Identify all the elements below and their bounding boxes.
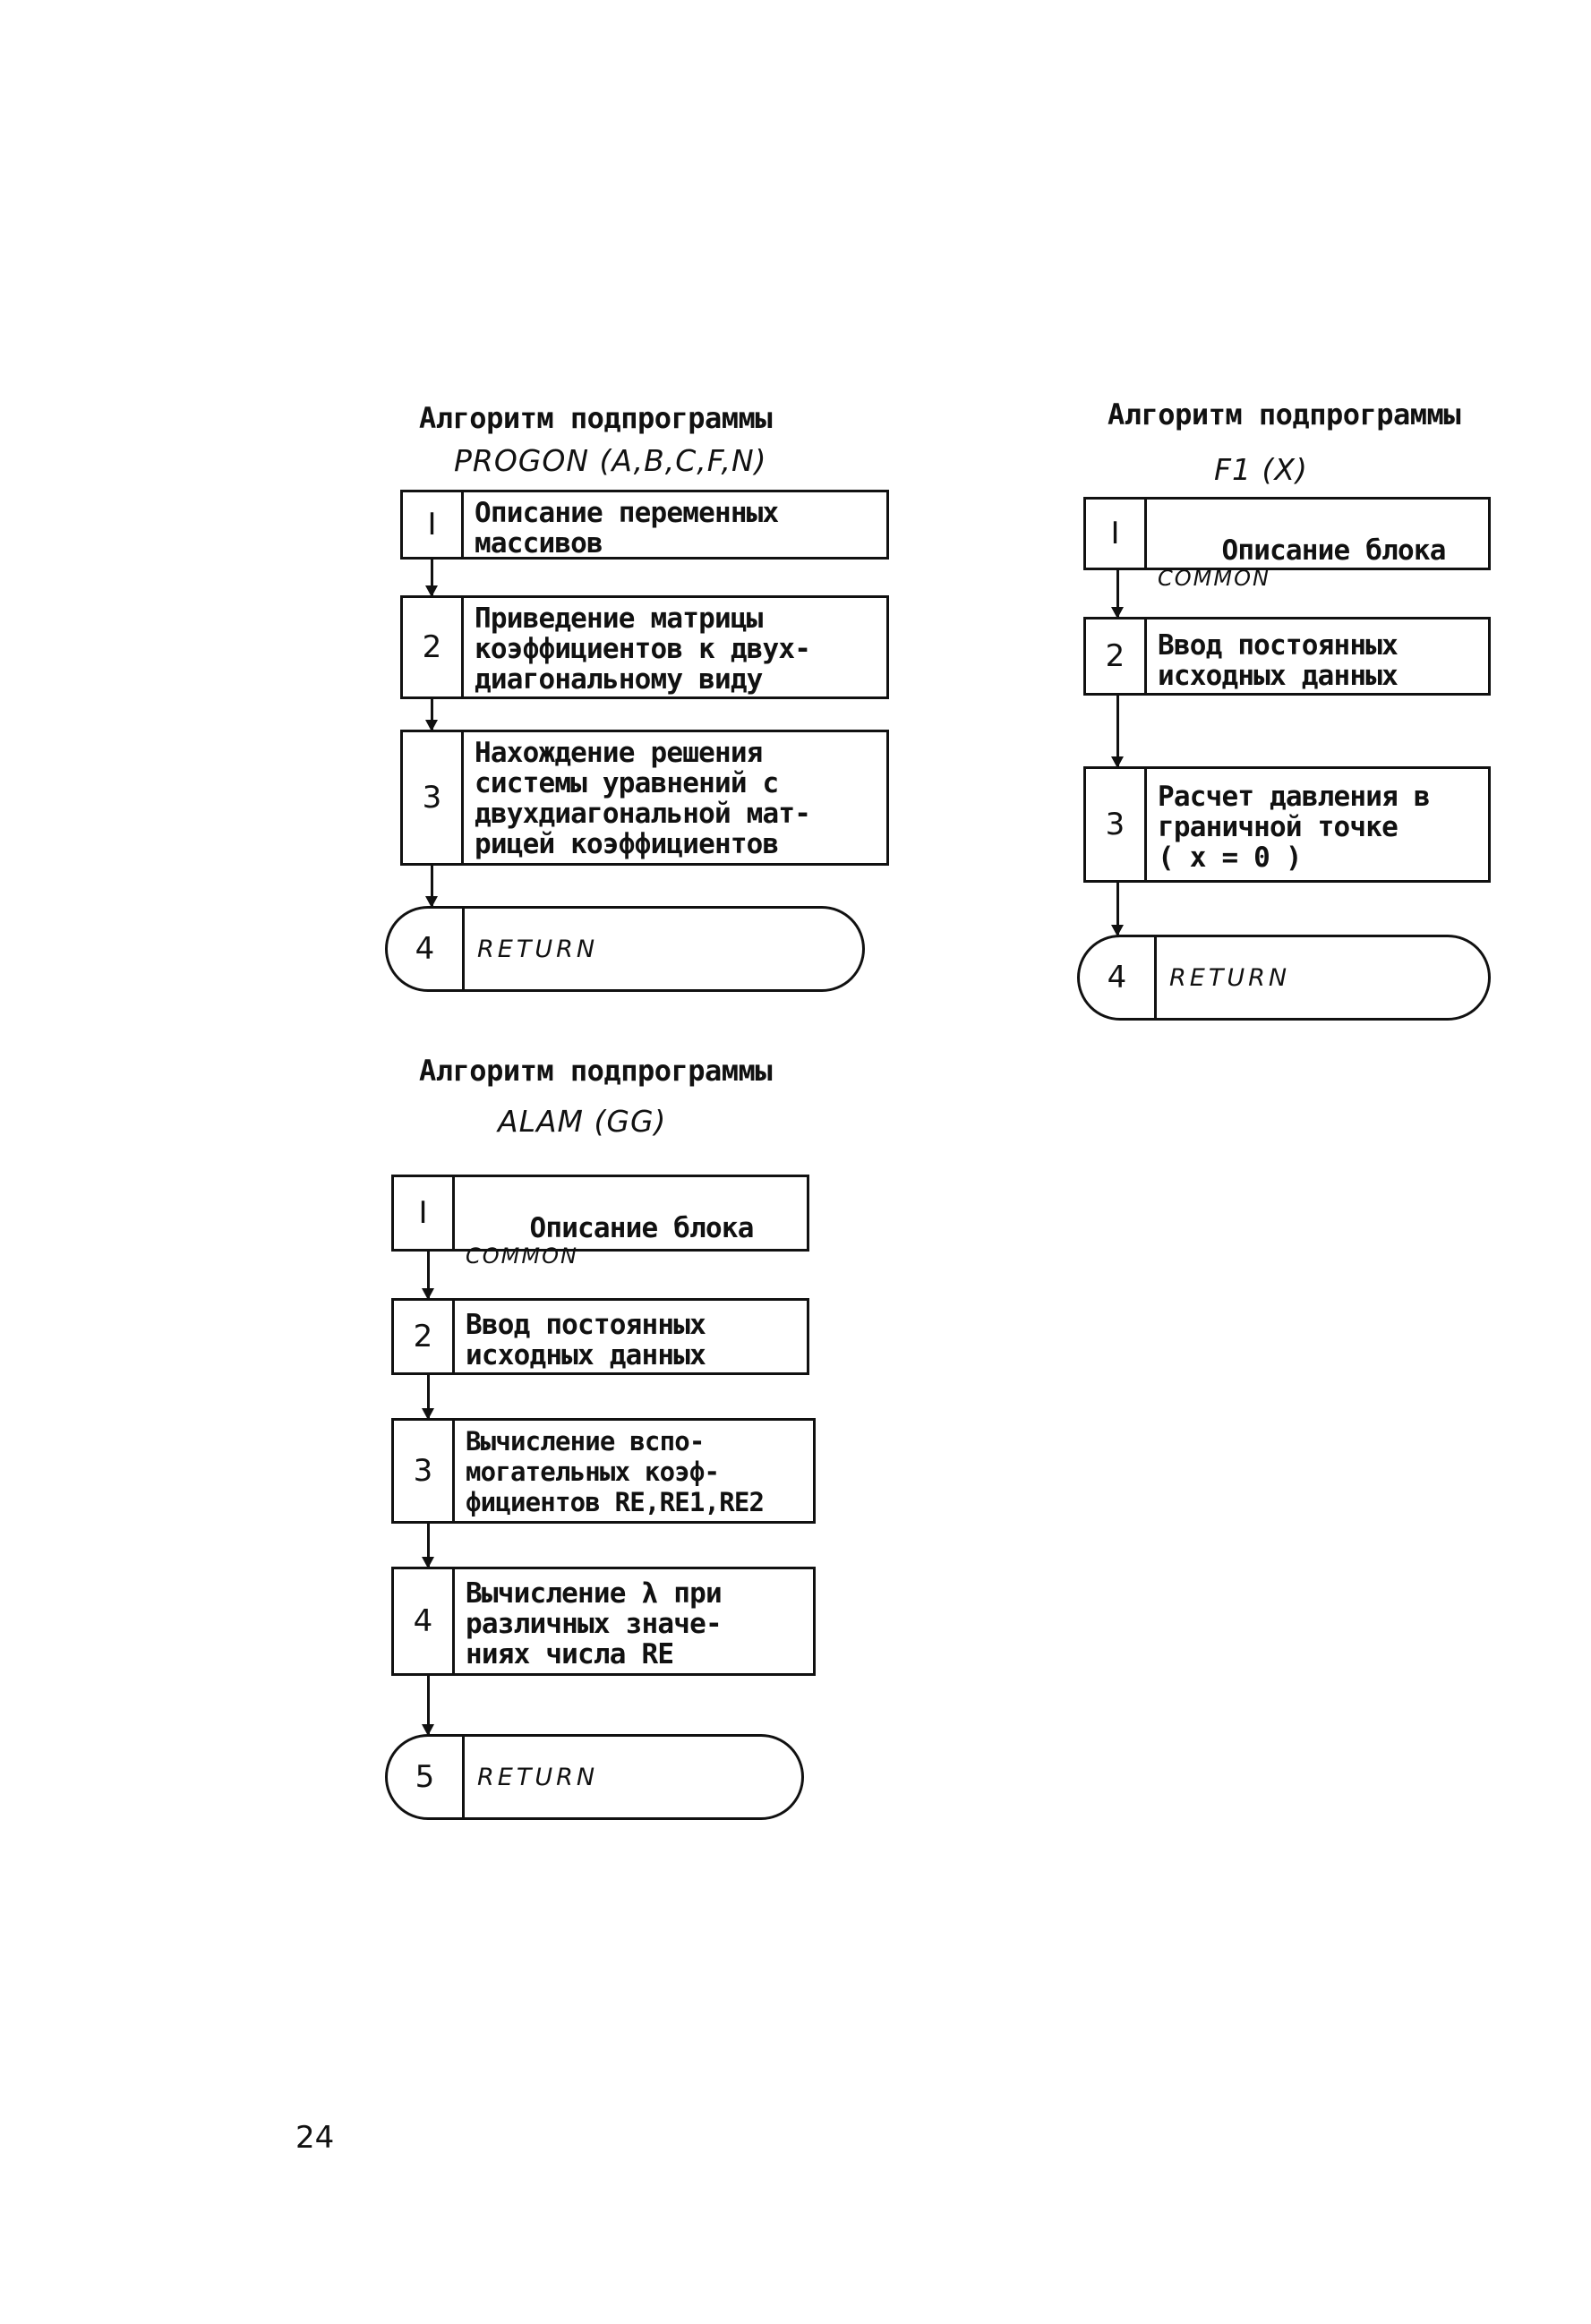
flow-arrow: [422, 1676, 434, 1736]
terminal-text: RETURN: [477, 935, 599, 963]
block-text-main: Описание блока: [529, 1212, 754, 1244]
block-text: Вычисление вспо- могательных коэф- фицие…: [466, 1426, 765, 1517]
f1-terminal: 4 RETURN: [1077, 935, 1491, 1021]
block-text-main: Описание блока: [1221, 534, 1446, 567]
block-text: Описание переменных массивов: [475, 497, 779, 560]
terminal-number: 5: [388, 1737, 465, 1817]
alam-title: Алгоритм подпрограммы: [419, 1054, 773, 1088]
alam-terminal: 5 RETURN: [385, 1734, 804, 1820]
progon-block-2: 2 Приведение матрицы коэффициентов к дву…: [400, 595, 889, 699]
block-text-sub: COMMON: [1158, 566, 1270, 591]
block-text: Приведение матрицы коэффициентов к двух-…: [475, 602, 811, 696]
alam-block-4: 4 Вычисление λ при различных значе- ниях…: [391, 1567, 816, 1676]
progon-title: Алгоритм подпрограммы: [419, 401, 773, 435]
block-number: 3: [1086, 769, 1147, 880]
block-text: Ввод постоянных исходных данных: [466, 1309, 706, 1371]
f1-block-2: 2 Ввод постоянных исходных данных: [1083, 617, 1491, 696]
block-text: Ввод постоянных исходных данных: [1158, 629, 1399, 692]
block-text: Нахождение решения системы уравнений с д…: [475, 737, 811, 860]
terminal-text: RETURN: [1169, 963, 1291, 992]
page-number: 24: [295, 2120, 335, 2156]
terminal-number: 4: [1080, 937, 1157, 1018]
block-number: I: [403, 492, 464, 557]
progon-signature: PROGON (A,B,C,F,N): [454, 443, 767, 478]
flow-arrow: [425, 560, 438, 597]
progon-block-1: I Описание переменных массивов: [400, 490, 889, 560]
f1-title: Алгоритм подпрограммы: [1108, 397, 1461, 431]
flow-arrow: [422, 1524, 434, 1568]
flow-arrow: [425, 699, 438, 731]
alam-signature: ALAM (GG): [498, 1104, 667, 1139]
block-text: Вычисление λ при различных значе- ниях ч…: [466, 1577, 723, 1670]
block-number: 2: [1086, 619, 1147, 693]
block-number: 3: [394, 1421, 455, 1521]
progon-terminal: 4 RETURN: [385, 906, 865, 992]
f1-signature: F1 (X): [1214, 452, 1308, 487]
flow-arrow: [1111, 883, 1124, 936]
flow-arrow: [1111, 696, 1124, 768]
alam-block-3: 3 Вычисление вспо- могательных коэф- фиц…: [391, 1418, 816, 1524]
block-number: I: [1086, 500, 1147, 568]
block-number: 3: [403, 732, 464, 863]
alam-block-2: 2 Ввод постоянных исходных данных: [391, 1298, 809, 1375]
block-number: 2: [394, 1301, 455, 1372]
terminal-text: RETURN: [477, 1763, 599, 1791]
flow-arrow: [1111, 570, 1124, 619]
terminal-number: 4: [388, 909, 465, 989]
f1-block-3: 3 Расчет давления в граничной точке ( x …: [1083, 766, 1491, 883]
block-number: I: [394, 1177, 455, 1249]
block-text-sub: COMMON: [466, 1243, 578, 1269]
block-number: 4: [394, 1569, 455, 1673]
block-number: 2: [403, 598, 464, 696]
flow-arrow: [422, 1375, 434, 1420]
flow-arrow: [425, 866, 438, 908]
flow-arrow: [422, 1252, 434, 1300]
block-text: Расчет давления в граничной точке ( x = …: [1158, 781, 1430, 874]
progon-block-3: 3 Нахождение решения системы уравнений с…: [400, 730, 889, 866]
